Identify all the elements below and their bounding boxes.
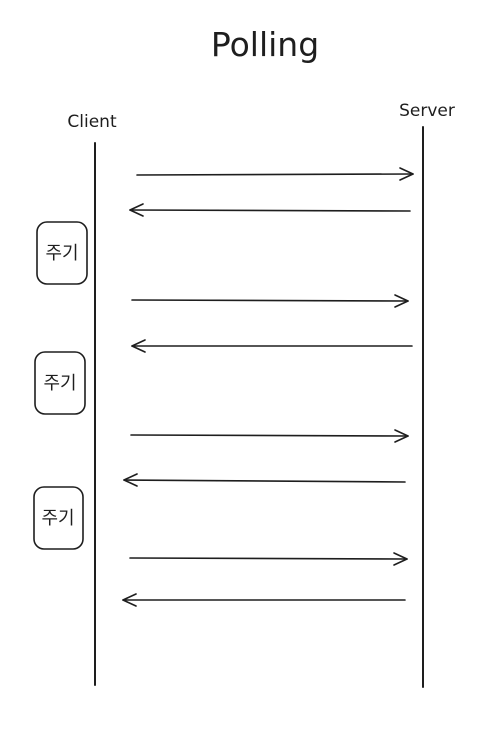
period-box-3: 주기 xyxy=(33,486,84,550)
request-arrow-3 xyxy=(130,429,409,443)
period-label-2: 주기 xyxy=(43,373,76,394)
diagram-title: Polling xyxy=(211,25,319,64)
server-label: Server xyxy=(399,101,455,121)
request-arrow-2 xyxy=(131,294,409,308)
response-arrow-3 xyxy=(123,473,406,487)
request-arrow-1 xyxy=(136,167,414,181)
period-label-3: 주기 xyxy=(41,508,74,529)
request-arrow-4 xyxy=(129,552,408,566)
client-label: Client xyxy=(67,112,117,132)
period-box-1: 주기 xyxy=(36,221,88,285)
period-label-1: 주기 xyxy=(45,243,78,264)
response-arrow-4 xyxy=(122,593,406,607)
response-arrow-1 xyxy=(129,203,411,217)
response-arrow-2 xyxy=(131,339,413,353)
period-box-2: 주기 xyxy=(34,351,86,415)
